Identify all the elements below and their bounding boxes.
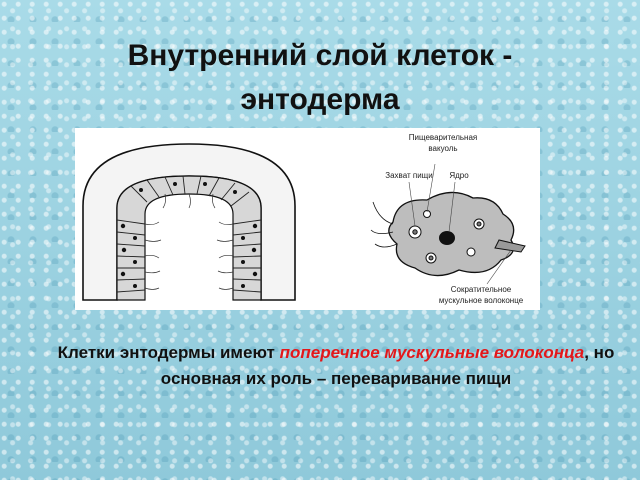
label-nucleus: Ядро <box>449 171 469 180</box>
title-line-1: Внутренний слой клеток - <box>127 39 513 72</box>
diagram-panel: Пищеварительная вакуоль Захват пищи Ядро… <box>75 128 540 310</box>
endoderm-diagram: Пищеварительная вакуоль Захват пищи Ядро… <box>82 133 526 305</box>
endoderm-cell <box>370 163 526 285</box>
slide-caption: Клетки энтодермы имеют поперечное мускул… <box>56 340 616 392</box>
label-contractile-fiber-1: Сократительное <box>451 285 512 294</box>
caption-highlight: поперечное мускульные волоконца <box>279 343 585 362</box>
label-digestive-vacuole-1: Пищеварительная <box>409 133 477 142</box>
label-contractile-fiber-2: мускульное волоконце <box>439 296 524 305</box>
title-line-2: энтодерма <box>240 83 400 116</box>
caption-text-1: Клетки энтодермы имеют <box>57 343 280 362</box>
body-wall-section <box>82 143 296 301</box>
caption-text-2: , но основная их роль – переваривание пи… <box>160 343 615 388</box>
label-digestive-vacuole-2: вакуоль <box>428 144 457 153</box>
label-food-capture: Захват пищи <box>385 171 432 180</box>
slide-title: Внутренний слой клеток - энтодерма <box>0 34 640 122</box>
